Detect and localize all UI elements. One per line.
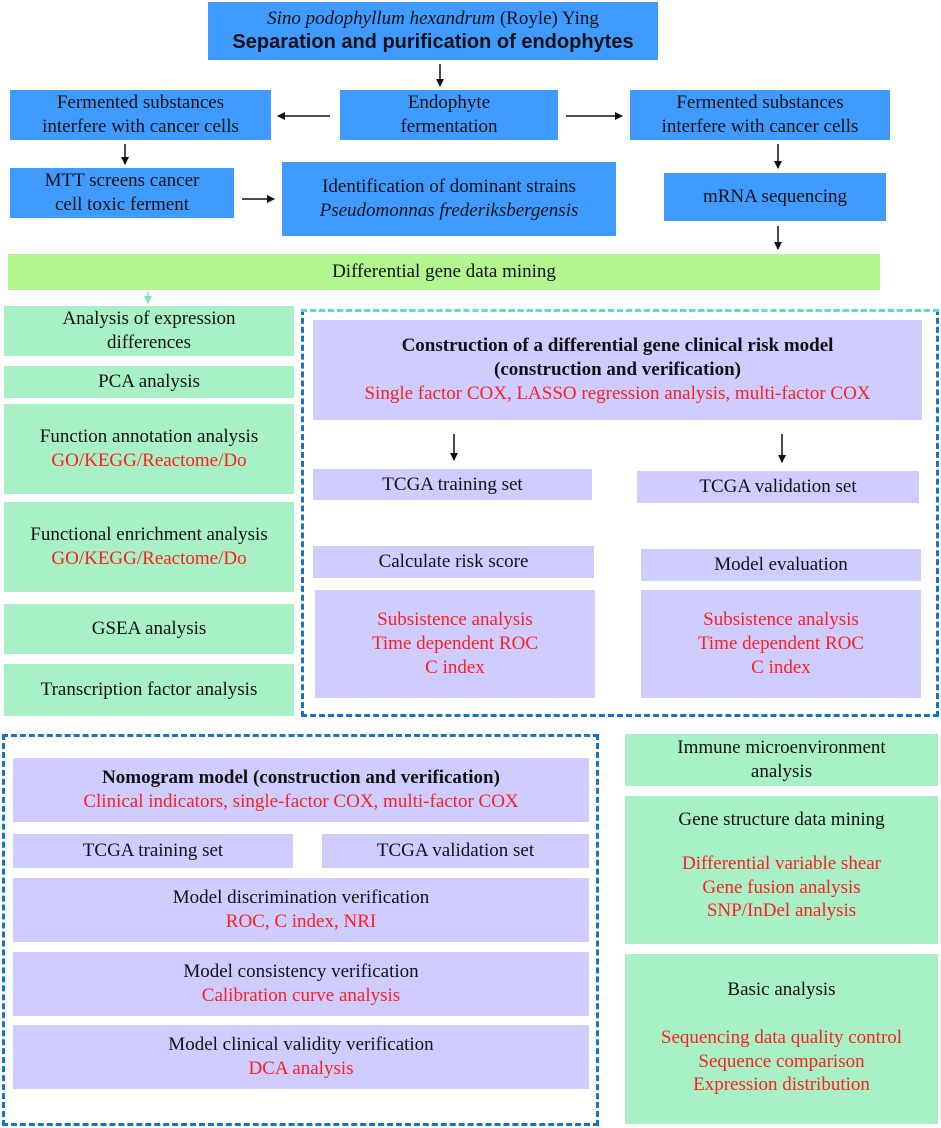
gsea-label: GSEA analysis: [91, 618, 207, 640]
nomogram-frame: [2, 734, 599, 1126]
discrimination-verification: Model discrimination verification ROC, C…: [13, 878, 589, 942]
list-item: Differential variable shear: [681, 852, 882, 874]
clinical-validity-verification: Model clinical validity verification DCA…: [13, 1025, 589, 1089]
cons-label: Model consistency verification: [183, 961, 419, 983]
ferment-interfere-left: Fermented substances interfere with canc…: [10, 90, 271, 140]
species-name: Sino podophyllum hexandrum: [267, 7, 496, 29]
function-annotation-box: Function annotation analysis GO/KEGG/Rea…: [4, 404, 294, 494]
mrna-sequencing-box: mRNA sequencing: [664, 173, 886, 221]
nomo-title: Nomogram model (construction and verific…: [102, 767, 500, 789]
cons-sub: Calibration curve analysis: [201, 985, 401, 1006]
mining-label: Differential gene data mining: [332, 261, 556, 283]
gsea-box: GSEA analysis: [4, 604, 294, 654]
line: cell toxic ferment: [55, 194, 189, 215]
clin-sub: DCA analysis: [248, 1058, 354, 1079]
list-item: C index: [751, 656, 811, 678]
line: Endophyte: [407, 92, 491, 114]
pca-box: PCA analysis: [4, 366, 294, 398]
nomo-training-set: TCGA training set: [13, 834, 293, 868]
list-item: Subsistence analysis: [703, 609, 859, 631]
risk-title-line1: Construction of a differential gene clin…: [401, 335, 834, 357]
risk-right-analysis-list: Subsistence analysis Time dependent ROC …: [641, 590, 921, 698]
immune-microenvironment-box: Immune microenvironment analysis: [625, 734, 938, 786]
list-item: Time dependent ROC: [371, 633, 539, 655]
valid-label: TCGA validation set: [376, 840, 535, 862]
gene-label: Gene structure data mining: [678, 809, 885, 830]
identification-box: Identification of dominant strains Pseud…: [282, 162, 616, 236]
source-plant-box: Sino podophyllum hexandrum (Royle) Ying …: [208, 2, 658, 60]
risk-model-frame-accent: [301, 309, 939, 312]
line: analysis: [750, 761, 813, 782]
basic-analysis-box: Basic analysis Sequencing data quality c…: [625, 954, 938, 1124]
mrna-label: mRNA sequencing: [702, 186, 848, 208]
ident-species: Pseudomonnas frederiksbergensis: [319, 200, 579, 221]
func-enrich-label: Functional enrichment analysis: [30, 524, 268, 546]
line: Analysis of expression: [62, 308, 236, 330]
list-item: Sequence comparison: [698, 1050, 865, 1072]
train-label: TCGA training set: [82, 840, 224, 862]
func-annot-sub: GO/KEGG/Reactome/Do: [51, 450, 247, 471]
func-annot-label: Function annotation analysis: [39, 426, 259, 448]
line: Fermented substances: [676, 92, 844, 114]
ident-label: Identification of dominant strains: [322, 176, 576, 198]
list-item: Subsistence analysis: [377, 609, 533, 631]
risk-validation-set: TCGA validation set: [637, 471, 919, 503]
expression-differences-box: Analysis of expression differences: [4, 306, 294, 356]
risk-title-line2: (construction and verification): [494, 359, 741, 381]
line: Immune microenvironment: [677, 737, 886, 759]
nomogram-header: Nomogram model (construction and verific…: [13, 758, 589, 822]
basic-label: Basic analysis: [727, 979, 836, 1000]
list-item: C index: [425, 656, 485, 678]
functional-enrichment-box: Functional enrichment analysis GO/KEGG/R…: [4, 502, 294, 592]
line: interfere with cancer cells: [42, 116, 239, 137]
disc-sub: ROC, C index, NRI: [225, 911, 377, 932]
clin-label: Model clinical validity verification: [168, 1034, 434, 1056]
risk-left-analysis-list: Subsistence analysis Time dependent ROC …: [315, 590, 595, 698]
endophyte-fermentation: Endophyte fermentation: [340, 90, 558, 140]
line: MTT screens cancer: [44, 170, 200, 192]
species-suffix: (Royle) Ying: [495, 7, 599, 29]
line: fermentation: [400, 116, 498, 137]
calculate-risk-score: Calculate risk score: [313, 546, 594, 578]
consistency-verification: Model consistency verification Calibrati…: [13, 952, 589, 1016]
risk-training-set: TCGA training set: [313, 469, 592, 500]
gene-structure-box: Gene structure data mining Differential …: [625, 796, 938, 944]
list-item: Sequencing data quality control: [660, 1026, 903, 1048]
list-item: Gene fusion analysis: [702, 876, 861, 898]
train-label: TCGA training set: [382, 473, 523, 495]
disc-label: Model discrimination verification: [172, 887, 430, 909]
transcription-factor-box: Transcription factor analysis: [4, 664, 294, 716]
mtt-screen-box: MTT screens cancer cell toxic ferment: [10, 168, 234, 218]
model-evaluation: Model evaluation: [641, 549, 921, 581]
eval-label: Model evaluation: [714, 554, 848, 576]
func-enrich-sub: GO/KEGG/Reactome/Do: [51, 548, 247, 569]
risk-methods: Single factor COX, LASSO regression anal…: [364, 382, 871, 404]
ferment-interfere-right: Fermented substances interfere with canc…: [630, 90, 890, 140]
list-item: Expression distribution: [693, 1074, 870, 1096]
valid-label: TCGA validation set: [699, 476, 857, 498]
list-item: SNP/InDel analysis: [706, 900, 857, 922]
top-title: Separation and purification of endophyte…: [232, 31, 634, 54]
list-item: Time dependent ROC: [697, 633, 865, 655]
line: Fermented substances: [56, 92, 225, 114]
tf-label: Transcription factor analysis: [40, 679, 258, 701]
calc-label: Calculate risk score: [378, 551, 529, 573]
data-mining-bar: Differential gene data mining: [8, 254, 880, 290]
risk-model-header: Construction of a differential gene clin…: [313, 320, 922, 420]
line: interfere with cancer cells: [661, 116, 859, 137]
pca-label: PCA analysis: [98, 371, 200, 393]
nomo-methods: Clinical indicators, single-factor COX, …: [83, 791, 519, 812]
line: differences: [106, 332, 192, 353]
nomo-validation-set: TCGA validation set: [322, 834, 589, 868]
